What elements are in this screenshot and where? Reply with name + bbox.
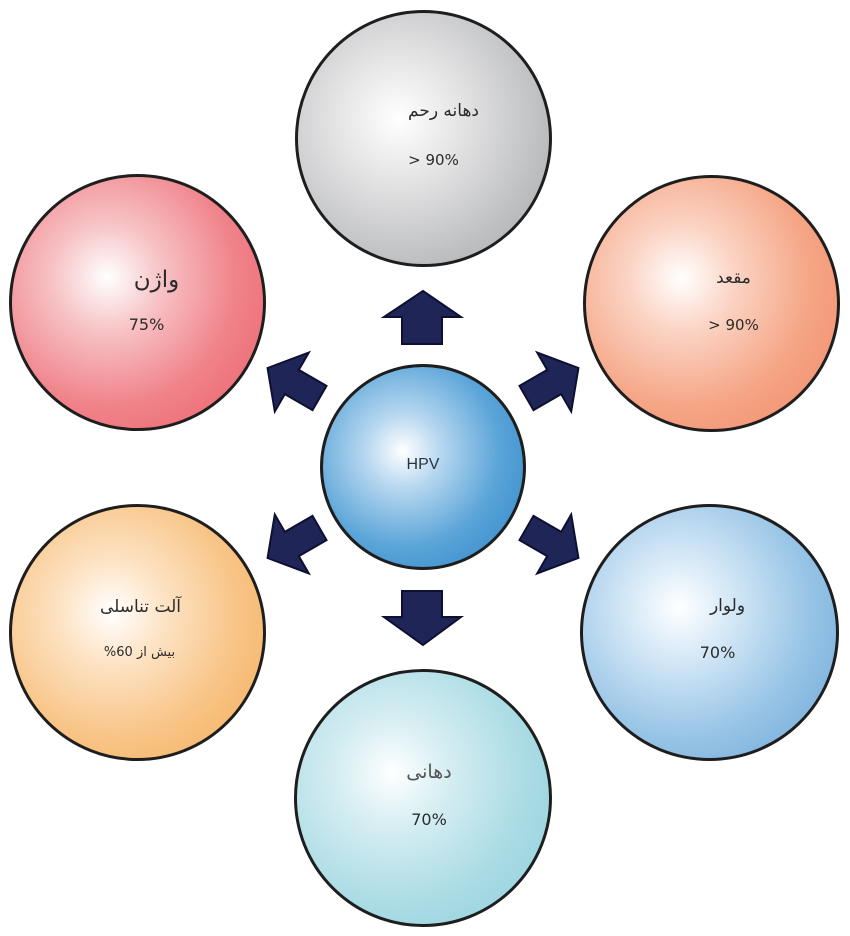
site-value: 70% (699, 643, 736, 662)
arrow-down-icon (380, 590, 465, 647)
site-circle-vulva: ولوار 70% (580, 504, 839, 761)
site-value: > 90% (408, 151, 459, 169)
arrow-down-left-icon (266, 511, 328, 576)
site-value: 70% (411, 810, 447, 829)
site-circle-oral: دهانی 70% (294, 669, 552, 927)
arrow-up-icon (380, 289, 465, 345)
site-circle-anus: مقعد > 90% (583, 175, 840, 432)
site-name: مقعد (716, 268, 751, 288)
site-name: آلت تناسلی (99, 597, 182, 617)
site-name: واژن (133, 267, 180, 293)
hpv-label: HPV (406, 456, 440, 473)
site-name: دهانی (406, 761, 452, 783)
arrow-up-right-icon (518, 350, 580, 415)
site-circle-vagina: واژن 75% (9, 174, 266, 431)
hpv-center-circle: HPV (320, 364, 526, 570)
site-circle-cervix: دهانه رحم > 90% (295, 10, 552, 267)
arrow-up-left-icon (266, 350, 328, 415)
site-value: 75% (128, 315, 165, 334)
site-name: ولوار (709, 596, 746, 616)
site-name: دهانه رحم (408, 101, 479, 121)
site-value: بیش از 60% (103, 645, 176, 660)
site-circle-penis: آلت تناسلی بیش از 60% (9, 504, 266, 761)
site-value: > 90% (708, 316, 759, 334)
arrow-down-right-icon (518, 511, 580, 576)
